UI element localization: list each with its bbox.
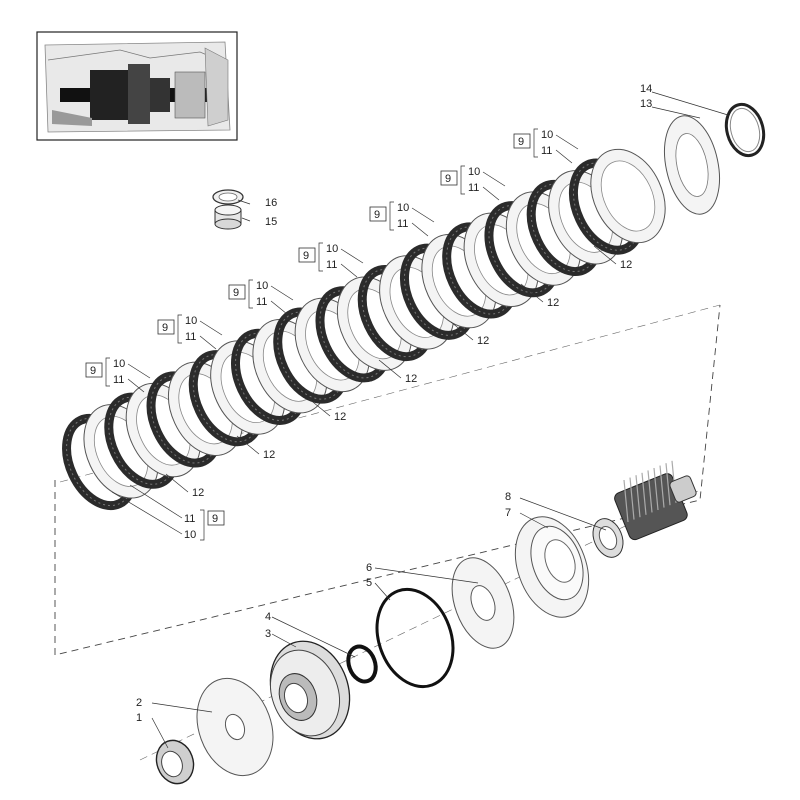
hub-spline — [647, 470, 653, 513]
callout-10: 10 — [184, 529, 196, 541]
callout-1: 1 — [136, 712, 142, 724]
callout-12: 12 — [477, 335, 489, 347]
callout-6: 6 — [366, 562, 372, 574]
callout-9: 9 — [162, 322, 168, 334]
leader-lines — [151, 91, 729, 749]
callout-10: 10 — [113, 358, 125, 370]
callout-labels: 14 13 16 15 8 7 6 5 4 3 2 1 — [136, 83, 652, 724]
snap-ring-14 — [724, 102, 766, 158]
callout-9: 9 — [445, 173, 451, 185]
hub-spline — [653, 467, 659, 511]
group-callout-9-10-11: 9 10 11 — [440, 165, 506, 201]
callout-13: 13 — [640, 98, 652, 110]
assembly-dashed-outline — [54, 304, 721, 656]
clutch-hub-8 — [592, 460, 697, 558]
callout-11: 11 — [184, 513, 195, 525]
callout-4: 4 — [265, 611, 271, 623]
callout-2: 2 — [136, 697, 142, 709]
callout-11: 11 — [468, 182, 479, 194]
callout-11: 11 — [256, 296, 267, 308]
callout-12: 12 — [334, 411, 346, 423]
callout-10: 10 — [397, 202, 409, 214]
callout-9: 9 — [374, 209, 380, 221]
callout-12: 12 — [263, 449, 275, 461]
steel-disc — [590, 148, 666, 244]
callout-10: 10 — [256, 280, 268, 292]
callout-12-group: 12 — [236, 435, 275, 461]
washer-2 — [196, 677, 274, 777]
callout-9: 9 — [212, 513, 218, 525]
callout-9: 9 — [90, 365, 96, 377]
callout-5: 5 — [366, 577, 372, 589]
group-callout-bottom: 11 10 9 — [111, 484, 225, 541]
hub-spline — [623, 479, 629, 523]
callout-3: 3 — [265, 628, 271, 640]
callout-16: 16 — [265, 197, 277, 209]
callout-12-group: 12 — [593, 245, 632, 271]
callout-11: 11 — [185, 331, 196, 343]
hub-spline — [635, 475, 641, 518]
callout-9: 9 — [233, 287, 239, 299]
seal-ring-4 — [346, 644, 378, 684]
group-callout-9-10-11: 9 10 11 — [369, 201, 435, 237]
piston-3 — [269, 640, 351, 740]
callout-12: 12 — [405, 373, 417, 385]
callout-12: 12 — [192, 487, 204, 499]
hub-spline — [659, 465, 665, 508]
callout-9: 9 — [303, 250, 309, 262]
group-callout-9-10-11: 9 10 11 — [513, 128, 579, 164]
callout-10: 10 — [326, 243, 338, 255]
callout-12-group: 12 — [450, 321, 489, 347]
callout-12: 12 — [620, 259, 632, 271]
callout-8: 8 — [505, 491, 511, 503]
callout-11: 11 — [113, 374, 124, 386]
group-callout-9-10-11: 9 10 11 — [228, 279, 294, 315]
group-callout-9-10-11: 9 10 11 — [85, 357, 151, 393]
pressure-plate-7 — [514, 516, 590, 618]
callout-11: 11 — [326, 259, 337, 271]
callout-12-group: 12 — [165, 473, 204, 499]
callout-12: 12 — [547, 297, 559, 309]
inset-locator-view — [36, 31, 238, 141]
callout-11: 11 — [541, 145, 552, 157]
hub-spline — [665, 463, 671, 506]
thrust-plate-13 — [664, 115, 720, 215]
callout-7: 7 — [505, 507, 511, 519]
seal-ring-16 — [212, 189, 244, 205]
group-callout-9-10-11: 9 10 11 — [298, 242, 364, 278]
callout-9: 9 — [518, 136, 524, 148]
callout-10: 10 — [185, 315, 197, 327]
hub-spline — [641, 472, 647, 515]
callout-10: 10 — [468, 166, 480, 178]
o-ring-5 — [375, 587, 455, 689]
hub-spline — [629, 477, 635, 520]
disc-pack-callouts: 9101191011910119101191011910119101111109… — [85, 128, 632, 541]
callout-10: 10 — [541, 129, 553, 141]
clutch-disc-pack — [62, 148, 666, 511]
callout-12-group: 12 — [520, 283, 559, 309]
washer-6 — [451, 557, 515, 649]
callout-14: 14 — [640, 83, 652, 95]
callout-11: 11 — [397, 218, 408, 230]
plug-15 — [214, 204, 242, 230]
callout-15: 15 — [265, 216, 277, 228]
group-callout-9-10-11: 9 10 11 — [157, 314, 223, 350]
callout-12-group: 12 — [378, 359, 417, 385]
callout-12-group: 12 — [307, 397, 346, 423]
nut-1 — [155, 739, 195, 785]
